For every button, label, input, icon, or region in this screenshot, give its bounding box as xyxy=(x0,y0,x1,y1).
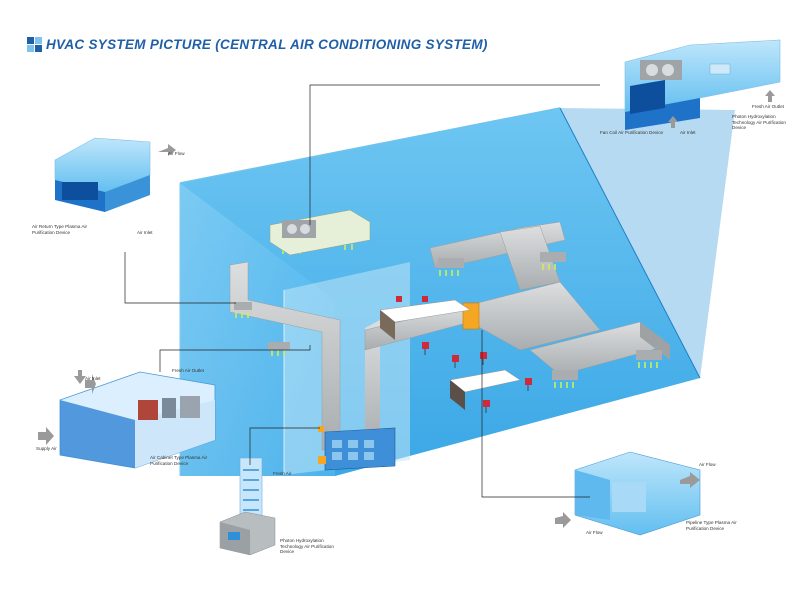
diagram-title: HVAC SYSTEM PICTURE (CENTRAL AIR CONDITI… xyxy=(46,37,488,52)
label-air-return-device: Air Return Type Plasma Air Purification … xyxy=(32,224,88,235)
label-air-flow-top-left: Air Flow xyxy=(168,151,185,156)
room-enclosure xyxy=(179,107,735,476)
label-pipeline-device: Pipeline Type Plasma Air Purification De… xyxy=(686,520,737,531)
air-cabinet-device xyxy=(38,370,216,469)
fan-coil-purification-device xyxy=(624,39,781,130)
label-air-inlet-cabinet: Air Inlet xyxy=(85,376,101,381)
leader-lines xyxy=(124,84,600,498)
label-air-cabinet-device: Air Cabinet Type Plasma Air Purification… xyxy=(150,455,208,466)
label-fresh-air-outlet-top: Fresh Air Outlet xyxy=(752,104,784,109)
label-air-flow-bottom-right: Air Flow xyxy=(586,530,603,535)
label-photon-device-top: Photon Hydroxylation Technology Air Puri… xyxy=(732,114,786,131)
duct-network xyxy=(229,221,671,451)
supply-air-box xyxy=(318,426,396,471)
label-supply-air: Supply Air xyxy=(36,446,57,451)
office-furniture xyxy=(379,296,532,413)
label-photon-device-bottom: Photon Hydroxylation Technology Air Puri… xyxy=(280,538,334,555)
label-fresh-air: Fresh Air xyxy=(273,471,292,476)
pipeline-device xyxy=(555,451,701,536)
label-fresh-air-outlet-cabinet: Fresh Air Outlet xyxy=(172,368,204,373)
label-air-inlet-left: Air Inlet xyxy=(137,230,153,235)
label-air-flow-right: Air Flow xyxy=(699,462,716,467)
fan-coil-unit xyxy=(269,209,371,256)
label-air-inlet-top-right: Air Inlet xyxy=(680,130,696,135)
label-fan-coil-device: Fan Coil Air Purification Device xyxy=(600,130,664,135)
photon-purification-tower xyxy=(219,457,276,556)
air-return-device xyxy=(54,137,176,212)
brand-logo xyxy=(27,37,43,53)
